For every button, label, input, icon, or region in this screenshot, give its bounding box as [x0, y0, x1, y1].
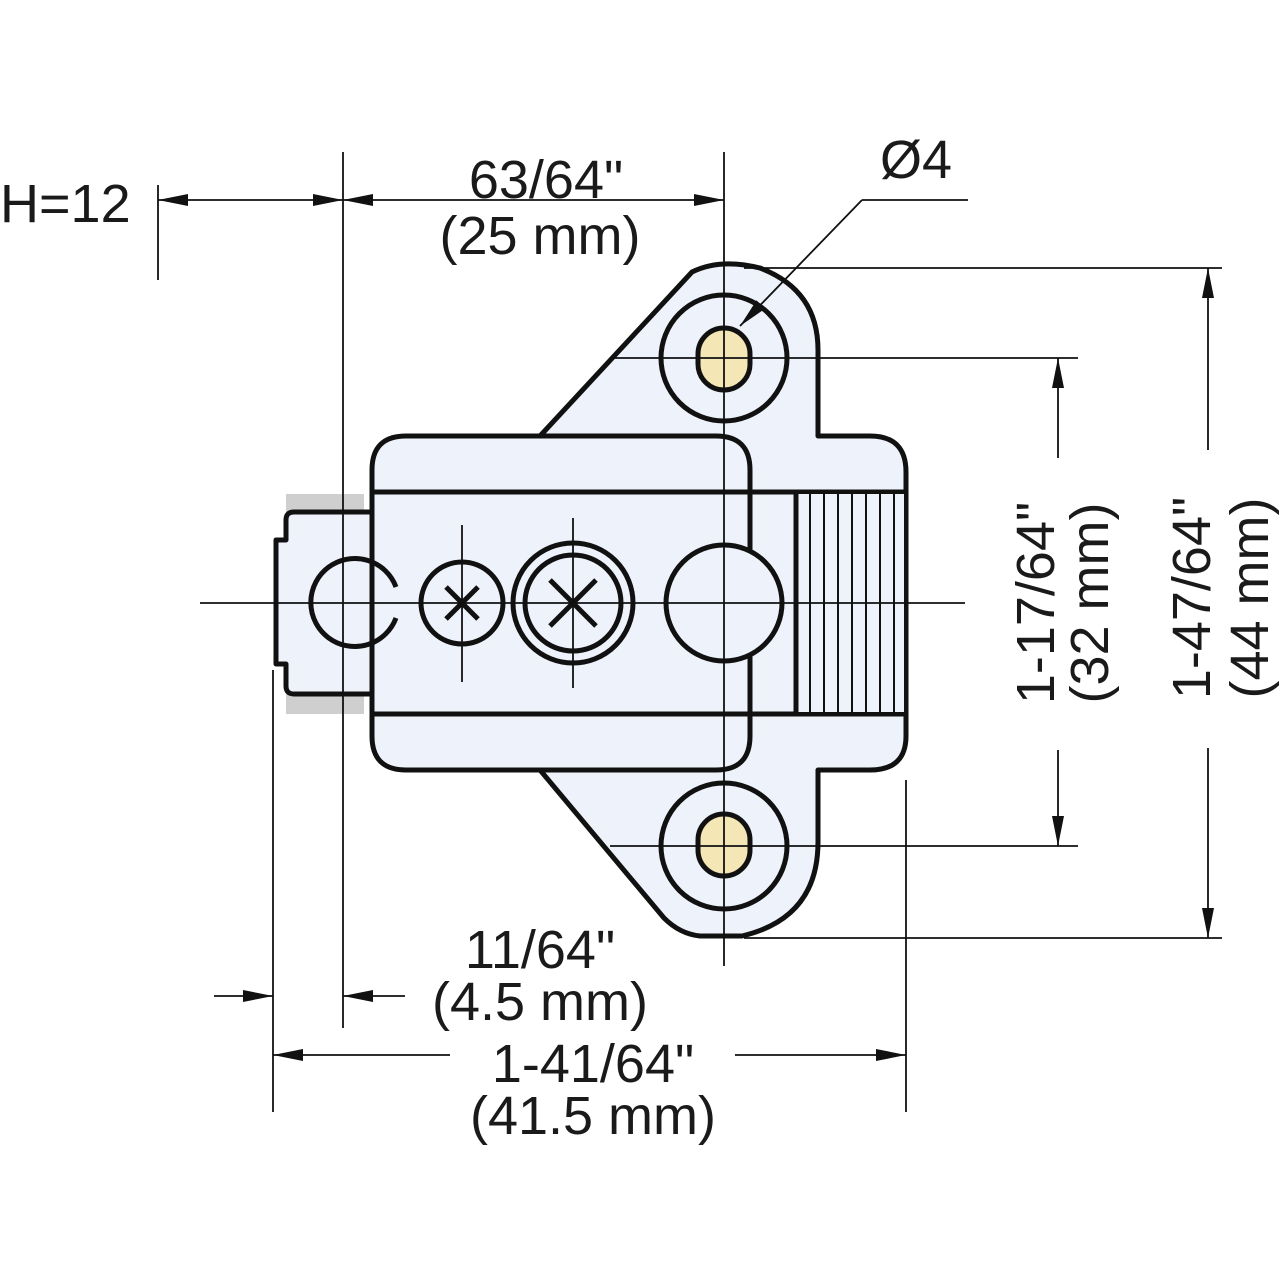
spacing-mm-label: (32 mm) [1060, 503, 1120, 704]
mounting-plate [273, 261, 909, 939]
width-mm-label: (41.5 mm) [470, 1086, 716, 1146]
width-inch-label: 1-41/64" [492, 1034, 694, 1094]
stub-offset-mm-label: (4.5 mm) [432, 972, 648, 1032]
diameter-leader [739, 199, 863, 327]
height-inch-label: 1-47/64" [1162, 497, 1222, 699]
height-label: H=12 [0, 174, 131, 234]
dimension-labels: H=12 63/64" (25 mm) Ø4 11/64" (4.5 mm) 1… [0, 130, 1280, 1146]
dimension-lines [158, 194, 1214, 1061]
height-mm-label: (44 mm) [1220, 498, 1280, 699]
pin-offset-inch-label: 63/64" [469, 150, 623, 210]
pin-diameter-label: Ø4 [880, 130, 952, 190]
stub-offset-inch-label: 11/64" [465, 920, 615, 980]
pin-offset-mm-label: (25 mm) [440, 206, 641, 266]
construction-lines [157, 152, 1222, 1112]
spacing-inch-label: 1-17/64" [1006, 502, 1066, 704]
